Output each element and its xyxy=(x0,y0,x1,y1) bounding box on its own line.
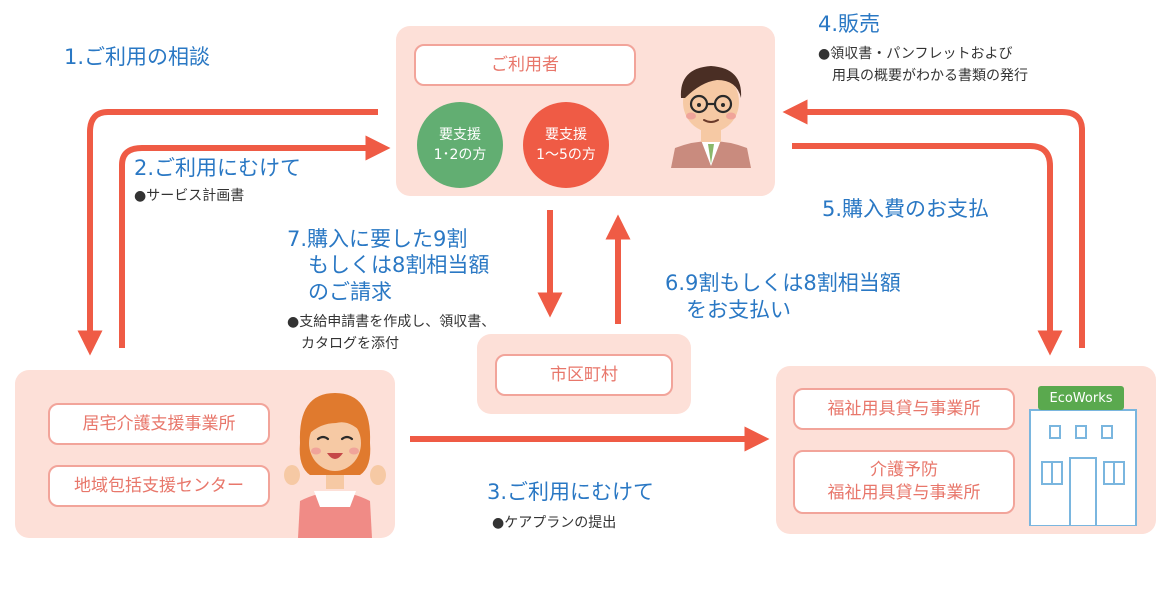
step-6-label: 6.9割もしくは8割相当額 をお支払い xyxy=(665,271,901,323)
user-man-illustration xyxy=(671,66,751,168)
provider-item-rental: 福祉用具貸与事業所 xyxy=(793,388,1015,430)
city-panel: 市区町村 xyxy=(477,334,691,414)
care-woman-illustration xyxy=(284,393,386,538)
step-4-note: ●領収書・パンフレットおよび 用具の概要がわかる書類の発行 xyxy=(818,46,1028,84)
care-support-panel: 居宅介護支援事業所 地域包括支援センター xyxy=(15,370,395,538)
user-panel: ご利用者 要支援 1･2の方 要支援 1～5の方 xyxy=(396,26,775,196)
support-circle-green: 要支援 1･2の方 xyxy=(417,102,503,188)
store-building-illustration xyxy=(1029,409,1137,526)
arrow-4-sale xyxy=(782,99,1085,348)
step-7-note: ●支給申請書を作成し、領収書、 カタログを添付 xyxy=(287,314,496,352)
care-item-community-center: 地域包括支援センター xyxy=(48,465,270,507)
step-1-label: 1.ご利用の相談 xyxy=(64,45,211,69)
arrow-1-consult xyxy=(77,109,378,356)
step-7-label: 7.購入に要した9割 もしくは8割相当額 のご請求 xyxy=(287,227,490,304)
step-4-label: 4.販売 xyxy=(818,12,881,36)
ecoworks-logo: EcoWorks xyxy=(1038,386,1124,410)
arrow-5-payment xyxy=(792,143,1063,356)
step-3-label: 3.ご利用にむけて xyxy=(487,480,655,504)
step-2-label: 2.ご利用にむけて xyxy=(134,156,302,180)
city-label: 市区町村 xyxy=(495,354,673,396)
arrow-2-plan xyxy=(119,135,391,348)
provider-panel: 福祉用具貸与事業所 介護予防 福祉用具貸与事業所 EcoWorks xyxy=(776,366,1156,534)
step-3-note: ●ケアプランの提出 xyxy=(492,515,617,531)
care-item-home-care: 居宅介護支援事業所 xyxy=(48,403,270,445)
user-label: ご利用者 xyxy=(414,44,636,86)
support-circle-red: 要支援 1～5の方 xyxy=(523,102,609,188)
provider-item-prevention-rental: 介護予防 福祉用具貸与事業所 xyxy=(793,450,1015,514)
step-5-label: 5.購入費のお支払 xyxy=(822,197,990,221)
step-2-note: ●サービス計画書 xyxy=(134,188,245,204)
